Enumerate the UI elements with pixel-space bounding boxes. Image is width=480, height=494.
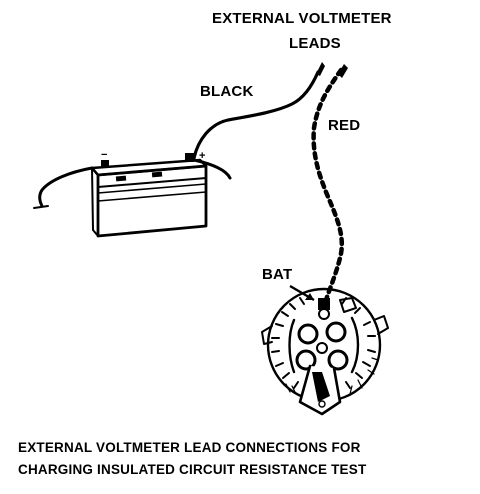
bat-arrowhead xyxy=(305,293,314,300)
positive-terminal xyxy=(185,153,194,162)
negative-terminal xyxy=(101,160,109,168)
diode-top-left xyxy=(297,323,319,345)
red-lead-label: RED xyxy=(328,117,361,134)
alternator xyxy=(261,287,389,416)
caption-line-2: CHARGING INSULATED CIRCUIT RESISTANCE TE… xyxy=(18,462,367,477)
regulator-plug xyxy=(339,297,357,313)
negative-symbol: − xyxy=(101,149,107,161)
battery-ground-lead xyxy=(38,166,94,208)
black-lead-label: BLACK xyxy=(200,83,254,100)
battery-band-1 xyxy=(97,177,207,188)
battery-body xyxy=(96,164,208,238)
ground-stub xyxy=(33,205,49,209)
bat-terminal xyxy=(318,298,330,310)
heat-sink-right xyxy=(350,316,360,374)
mount-ear-right xyxy=(373,315,389,335)
rectifier-center xyxy=(316,342,328,354)
heat-sink-left xyxy=(288,318,296,374)
black-lead xyxy=(192,70,320,160)
battery-side xyxy=(91,167,99,237)
diode-top-right xyxy=(325,321,347,343)
battery-band-3 xyxy=(97,191,207,202)
rim-shading xyxy=(285,357,379,395)
mount-ear-left xyxy=(261,325,273,345)
positive-symbol: + xyxy=(199,150,205,162)
mount-tab-inner xyxy=(312,372,330,402)
title-line-2: LEADS xyxy=(289,35,341,52)
caption-line-1: EXTERNAL VOLTMETER LEAD CONNECTIONS FOR xyxy=(18,440,361,455)
mount-tab-hole xyxy=(318,400,326,408)
positive-cable xyxy=(192,158,232,180)
bat-terminal-label: BAT xyxy=(262,266,293,283)
vent-slots xyxy=(271,297,376,389)
battery: − + xyxy=(33,149,232,238)
diode-bottom-right xyxy=(327,349,349,371)
red-lead xyxy=(311,67,345,303)
red-lead-tip xyxy=(338,64,348,78)
diode-bottom-left xyxy=(295,349,317,371)
battery-cap-1 xyxy=(115,175,127,182)
battery-cap-2 xyxy=(151,171,163,178)
bat-terminal-ring xyxy=(318,308,330,320)
title-line-1: EXTERNAL VOLTMETER xyxy=(212,10,392,27)
battery-band-2 xyxy=(97,183,207,194)
black-lead-tip xyxy=(316,62,325,76)
